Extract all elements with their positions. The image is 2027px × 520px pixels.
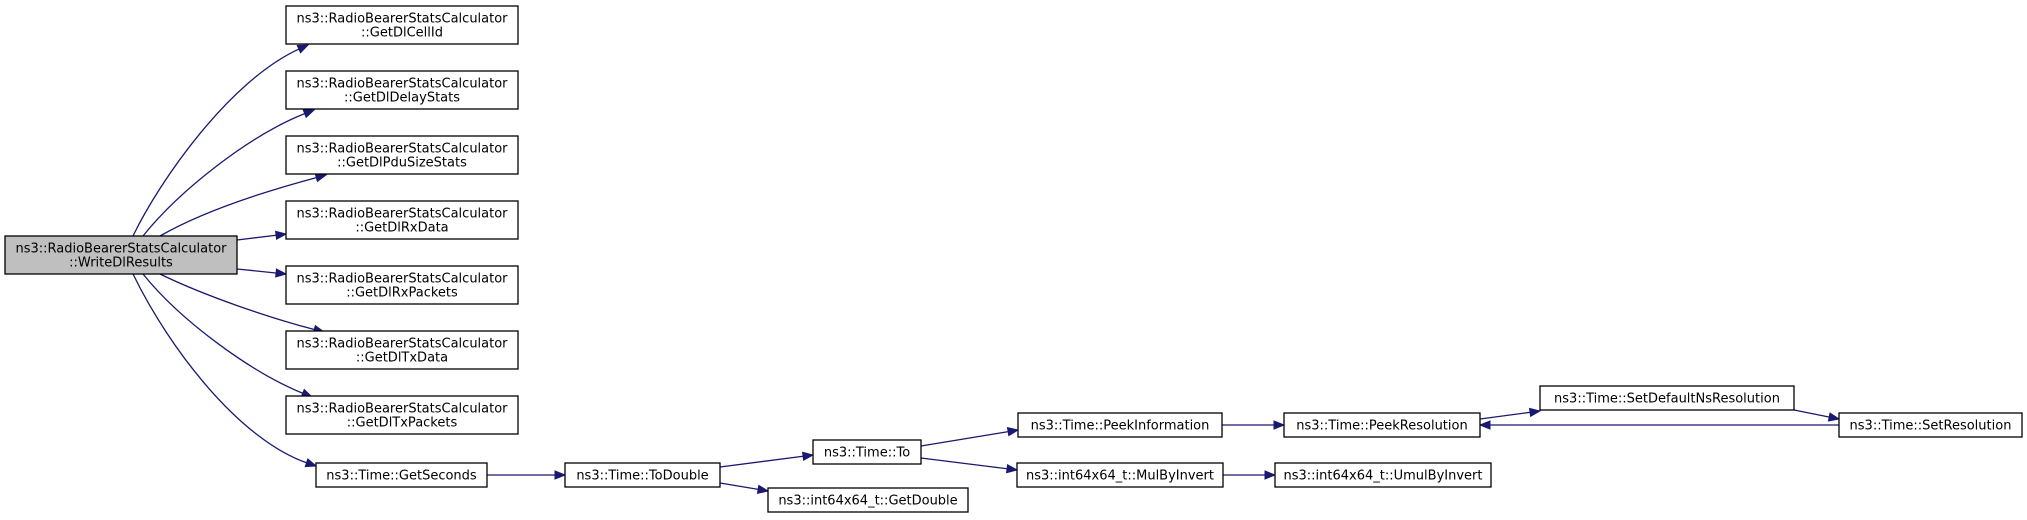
- edge-setdefaultnsresolution-to-setresolution: [1793, 409, 1841, 422]
- node-peekresolution[interactable]: ns3::Time::PeekResolution: [1283, 412, 1481, 438]
- edge-getseconds-to-todouble: [487, 470, 567, 480]
- node-label: ns3::Time::SetDefaultNsResolution: [1554, 392, 1780, 407]
- arrowhead: [1264, 470, 1277, 480]
- edge-to-to-mulbyinvert: [920, 457, 1019, 474]
- node-setdefaultnsresolution[interactable]: ns3::Time::SetDefaultNsResolution: [1539, 385, 1795, 411]
- node-label: ns3::RadioBearerStatsCalculator: [296, 207, 508, 222]
- node-getdlrxpackets[interactable]: ns3::RadioBearerStatsCalculator::GetDlRx…: [285, 265, 519, 305]
- node-label: ns3::RadioBearerStatsCalculator: [296, 337, 508, 352]
- node-box: [285, 330, 519, 370]
- node-todouble[interactable]: ns3::Time::ToDouble: [564, 462, 721, 488]
- node-label: ::GetDlRxPackets: [346, 286, 458, 301]
- arrowhead: [756, 484, 770, 494]
- edge-root-to-getdlrxdata: [236, 230, 288, 241]
- node-label: ns3::Time::SetResolution: [1850, 419, 2012, 434]
- arrowhead: [554, 470, 567, 480]
- node-label: ns3::int64x64_t::GetDouble: [778, 494, 957, 509]
- node-getdlcellid[interactable]: ns3::RadioBearerStatsCalculator::GetDlCe…: [285, 5, 519, 45]
- node-box: [285, 70, 519, 110]
- edge-todouble-to-to: [719, 451, 815, 468]
- node-setresolution[interactable]: ns3::Time::SetResolution: [1838, 412, 2023, 438]
- node-box: [1016, 462, 1224, 488]
- node-label: ns3::RadioBearerStatsCalculator: [296, 402, 508, 417]
- node-label: ns3::Time::PeekResolution: [1296, 419, 1467, 434]
- node-label: ns3::RadioBearerStatsCalculator: [15, 242, 227, 257]
- node-to[interactable]: ns3::Time::To: [812, 439, 922, 465]
- node-label: ::GetDlPduSizeStats: [337, 156, 467, 171]
- node-box: [1017, 412, 1223, 438]
- node-label: ns3::RadioBearerStatsCalculator: [296, 12, 508, 27]
- edge-peekinformation-to-peekresolution: [1222, 420, 1286, 430]
- arrowhead: [1273, 420, 1286, 430]
- node-box: [564, 462, 721, 488]
- arrowhead: [275, 230, 288, 240]
- arrowhead: [314, 173, 328, 183]
- node-label: ns3::RadioBearerStatsCalculator: [296, 77, 508, 92]
- node-box: [1283, 412, 1481, 438]
- node-box: [4, 235, 238, 275]
- node-box: [285, 200, 519, 240]
- node-box: [1539, 385, 1795, 411]
- node-label: ns3::Time::To: [824, 446, 910, 461]
- arrowhead: [1528, 407, 1542, 418]
- node-box: [285, 265, 519, 305]
- node-box: [285, 395, 519, 435]
- node-box: [812, 439, 922, 465]
- node-label: ns3::Time::PeekInformation: [1031, 419, 1210, 434]
- edge-to-to-peekinformation: [920, 427, 1020, 447]
- node-box: [1838, 412, 2023, 438]
- node-getdouble[interactable]: ns3::int64x64_t::GetDouble: [767, 487, 969, 513]
- arrowhead: [296, 44, 310, 54]
- edge-todouble-to-getdouble: [719, 482, 770, 494]
- node-root[interactable]: ns3::RadioBearerStatsCalculator::WriteDl…: [4, 235, 238, 275]
- node-label: ::GetDlTxData: [356, 351, 448, 366]
- arrowhead: [1006, 427, 1020, 437]
- node-box: [1274, 462, 1492, 488]
- node-getdltxpackets[interactable]: ns3::RadioBearerStatsCalculator::GetDlTx…: [285, 395, 519, 435]
- arrowhead: [275, 268, 288, 278]
- node-label: ::WriteDlResults: [69, 256, 173, 271]
- node-box: [767, 487, 969, 513]
- node-label: ns3::Time::ToDouble: [576, 469, 708, 484]
- node-label: ns3::RadioBearerStatsCalculator: [296, 142, 508, 157]
- edge-mulbyinvert-to-umulbyinvert: [1223, 470, 1277, 480]
- node-label: ::GetDlRxData: [355, 221, 448, 236]
- node-box: [315, 462, 488, 488]
- node-getdlpdusizestats[interactable]: ns3::RadioBearerStatsCalculator::GetDlPd…: [285, 135, 519, 175]
- edge-root-to-getdlcellid: [132, 44, 310, 237]
- node-getdlrxdata[interactable]: ns3::RadioBearerStatsCalculator::GetDlRx…: [285, 200, 519, 240]
- arrowhead: [302, 109, 316, 119]
- node-umulbyinvert[interactable]: ns3::int64x64_t::UmulByInvert: [1274, 462, 1492, 488]
- node-label: ::GetDlDelayStats: [344, 91, 460, 106]
- arrowhead: [1827, 412, 1841, 422]
- edge-setresolution-to-peekresolution: [1478, 420, 1839, 430]
- node-mulbyinvert[interactable]: ns3::int64x64_t::MulByInvert: [1016, 462, 1224, 488]
- edge-peekresolution-to-setdefaultnsresolution: [1479, 407, 1542, 420]
- edge-root-to-getseconds: [132, 273, 318, 468]
- arrowhead: [1005, 463, 1019, 474]
- arrowhead: [801, 451, 815, 462]
- node-getseconds[interactable]: ns3::Time::GetSeconds: [315, 462, 488, 488]
- node-box: [285, 135, 519, 175]
- node-label: ns3::RadioBearerStatsCalculator: [296, 272, 508, 287]
- node-box: [285, 5, 519, 45]
- arrowhead: [1478, 420, 1491, 430]
- node-label: ns3::int64x64_t::MulByInvert: [1026, 469, 1214, 484]
- node-getdltxdata[interactable]: ns3::RadioBearerStatsCalculator::GetDlTx…: [285, 330, 519, 370]
- edges-layer: [132, 44, 1841, 494]
- nodes-layer: ns3::RadioBearerStatsCalculator::WriteDl…: [4, 5, 2023, 513]
- node-label: ::GetDlTxPackets: [347, 416, 458, 431]
- node-label: ns3::Time::GetSeconds: [326, 469, 477, 484]
- edge-root-to-getdldelaystats: [142, 109, 316, 237]
- node-getdldelaystats[interactable]: ns3::RadioBearerStatsCalculator::GetDlDe…: [285, 70, 519, 110]
- node-label: ns3::int64x64_t::UmulByInvert: [1284, 469, 1483, 484]
- edge-root-to-getdlrxpackets: [236, 268, 288, 278]
- node-label: ::GetDlCellId: [361, 26, 443, 41]
- node-peekinformation[interactable]: ns3::Time::PeekInformation: [1017, 412, 1223, 438]
- arrowhead: [304, 458, 318, 468]
